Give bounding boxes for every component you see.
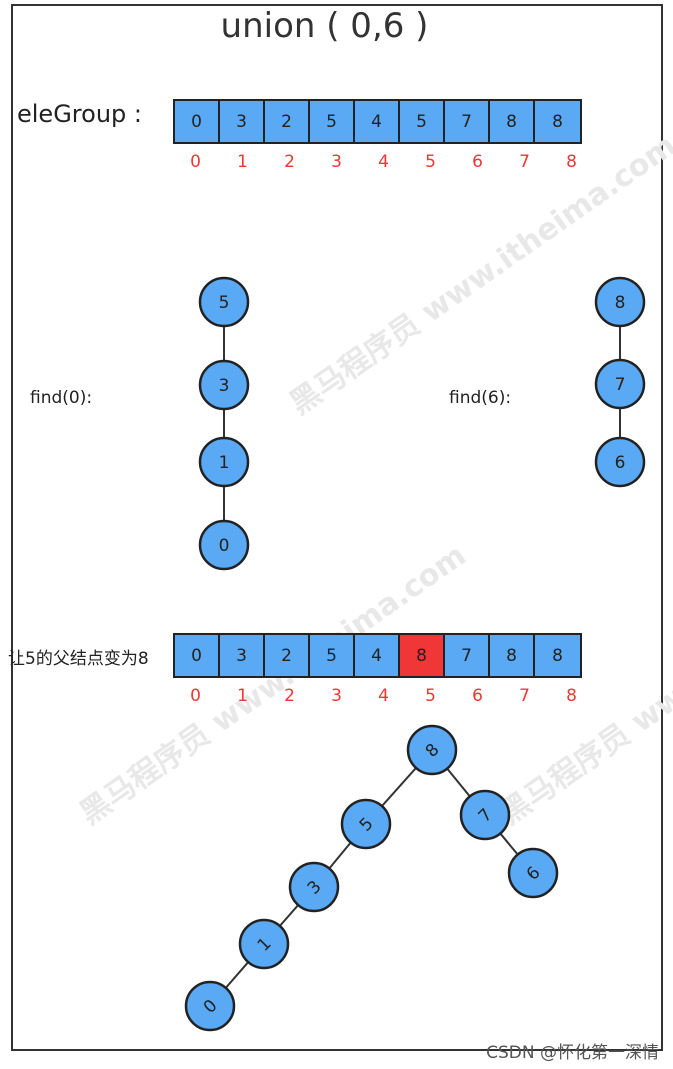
tree-node: 8	[594, 276, 646, 328]
index-label: 4	[378, 686, 389, 706]
index-label: 0	[190, 152, 201, 172]
index-label: 3	[331, 686, 342, 706]
index-row-after: 0 1 2 3 4 5 6 7 8	[172, 686, 595, 706]
tree-node: 0	[184, 980, 236, 1032]
index-label: 5	[425, 152, 436, 172]
index-label: 2	[284, 686, 295, 706]
tree-node-label: 6	[615, 453, 626, 473]
index-label: 5	[425, 686, 436, 706]
index-label: 6	[472, 152, 483, 172]
tree-node: 8	[406, 724, 458, 776]
array-cell-highlighted: 8	[400, 635, 445, 676]
array-cell: 8	[490, 101, 535, 142]
index-label: 6	[472, 686, 483, 706]
index-label: 0	[190, 686, 201, 706]
ele-group-label: eleGroup :	[17, 100, 142, 128]
diagram-frame	[11, 4, 663, 1051]
find0-label: find(0):	[30, 388, 93, 408]
index-row-before: 0 1 2 3 4 5 6 7 8	[172, 152, 595, 172]
tree-node: 6	[507, 847, 559, 899]
array-after: 0 3 2 5 4 8 7 8 8	[173, 633, 582, 678]
array-cell: 0	[175, 635, 220, 676]
tree-node-label: 1	[219, 453, 230, 473]
tree-node: 3	[288, 861, 340, 913]
array-cell: 7	[445, 635, 490, 676]
index-label: 7	[519, 686, 530, 706]
index-label: 2	[284, 152, 295, 172]
array-cell: 5	[310, 101, 355, 142]
array-cell: 8	[535, 635, 580, 676]
array-before: 0 3 2 5 4 5 7 8 8	[173, 99, 582, 144]
tree-node: 5	[340, 798, 392, 850]
array-cell: 8	[490, 635, 535, 676]
array-cell: 2	[265, 635, 310, 676]
tree-node: 7	[594, 358, 646, 410]
array-cell: 2	[265, 101, 310, 142]
tree-node: 6	[594, 436, 646, 488]
array-cell: 4	[355, 635, 400, 676]
index-label: 1	[237, 686, 248, 706]
page-title: union ( 0,6 )	[220, 6, 429, 46]
find6-label: find(6):	[449, 388, 512, 408]
tree-node-label: 5	[219, 293, 230, 313]
index-label: 8	[566, 152, 577, 172]
credit-text: CSDN @怀化第一深情	[486, 1043, 659, 1063]
array-cell: 5	[310, 635, 355, 676]
tree-node: 0	[198, 519, 250, 571]
array-cell: 3	[220, 635, 265, 676]
index-label: 7	[519, 152, 530, 172]
index-label: 3	[331, 152, 342, 172]
tree-node-label: 0	[219, 536, 230, 556]
array-cell: 4	[355, 101, 400, 142]
array-cell: 7	[445, 101, 490, 142]
array-cell: 5	[400, 101, 445, 142]
tree-node: 5	[198, 276, 250, 328]
tree-node: 1	[198, 436, 250, 488]
array-cell: 0	[175, 101, 220, 142]
index-label: 4	[378, 152, 389, 172]
array-after-label: 让5的父结点变为8	[8, 649, 149, 669]
tree-node-label: 3	[219, 376, 230, 396]
array-cell: 8	[535, 101, 580, 142]
tree-node-label: 7	[615, 375, 626, 395]
index-label: 1	[237, 152, 248, 172]
tree-node: 7	[459, 789, 511, 841]
index-label: 8	[566, 686, 577, 706]
tree-node: 1	[238, 918, 290, 970]
tree-node-label: 8	[615, 293, 626, 313]
array-cell: 3	[220, 101, 265, 142]
tree-node: 3	[198, 359, 250, 411]
